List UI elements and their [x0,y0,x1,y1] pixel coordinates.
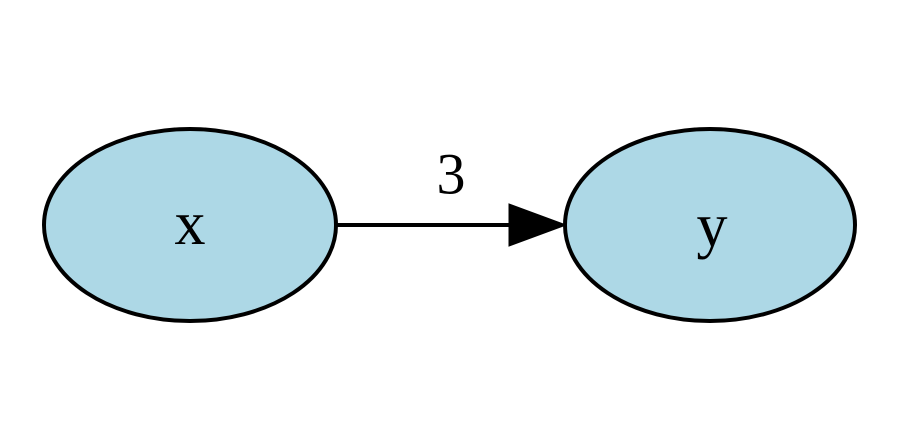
edge-x-to-y[interactable]: 3 [337,141,568,247]
node-y-label: y [697,192,728,260]
node-y-ellipse [563,127,857,323]
node-x-ellipse [42,127,338,323]
node-y[interactable]: y [563,127,857,323]
edge-label-weight: 3 [437,141,466,206]
node-x[interactable]: x [42,127,338,323]
node-x-label: x [175,190,206,258]
arrowhead-icon [508,203,568,247]
